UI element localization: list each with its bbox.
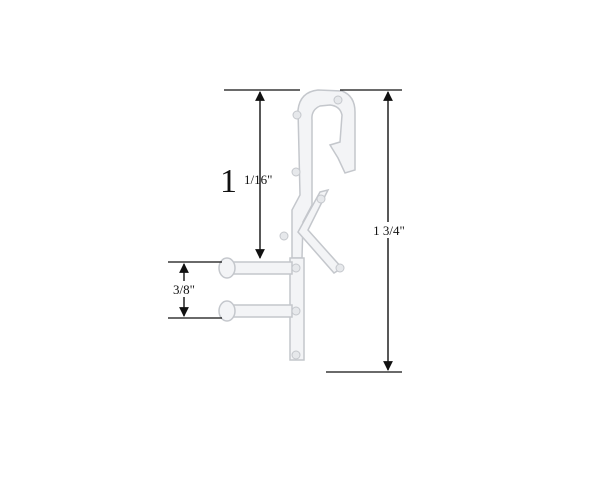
tab-spacing-label: 3/8" (173, 282, 195, 297)
total-height-dimension: 1 3/4" (326, 89, 412, 373)
profile-lower-tab (227, 304, 293, 318)
upper-height-fraction: 1/16" (244, 172, 272, 187)
total-height-label: 1 3/4" (373, 223, 405, 238)
bead (291, 167, 301, 177)
upper-height-whole: 1 (220, 163, 237, 200)
bead (291, 306, 301, 316)
lower-tab-head (218, 300, 236, 322)
profile-hook (291, 89, 356, 259)
bead (291, 350, 301, 360)
upper-tab-head (218, 257, 236, 279)
bead (279, 231, 289, 241)
tab-label-background (168, 281, 202, 297)
plastic-profile (218, 89, 356, 361)
upper-height-dimension: 1 1/16" (220, 89, 300, 259)
profile-upper-tab (227, 261, 293, 275)
bead (316, 194, 326, 204)
tab-spacing-dimension: 3/8" (168, 261, 222, 319)
bead (292, 110, 302, 120)
bead (335, 263, 345, 273)
bead (291, 263, 301, 273)
total-label-background (366, 222, 412, 238)
bead (333, 95, 343, 105)
